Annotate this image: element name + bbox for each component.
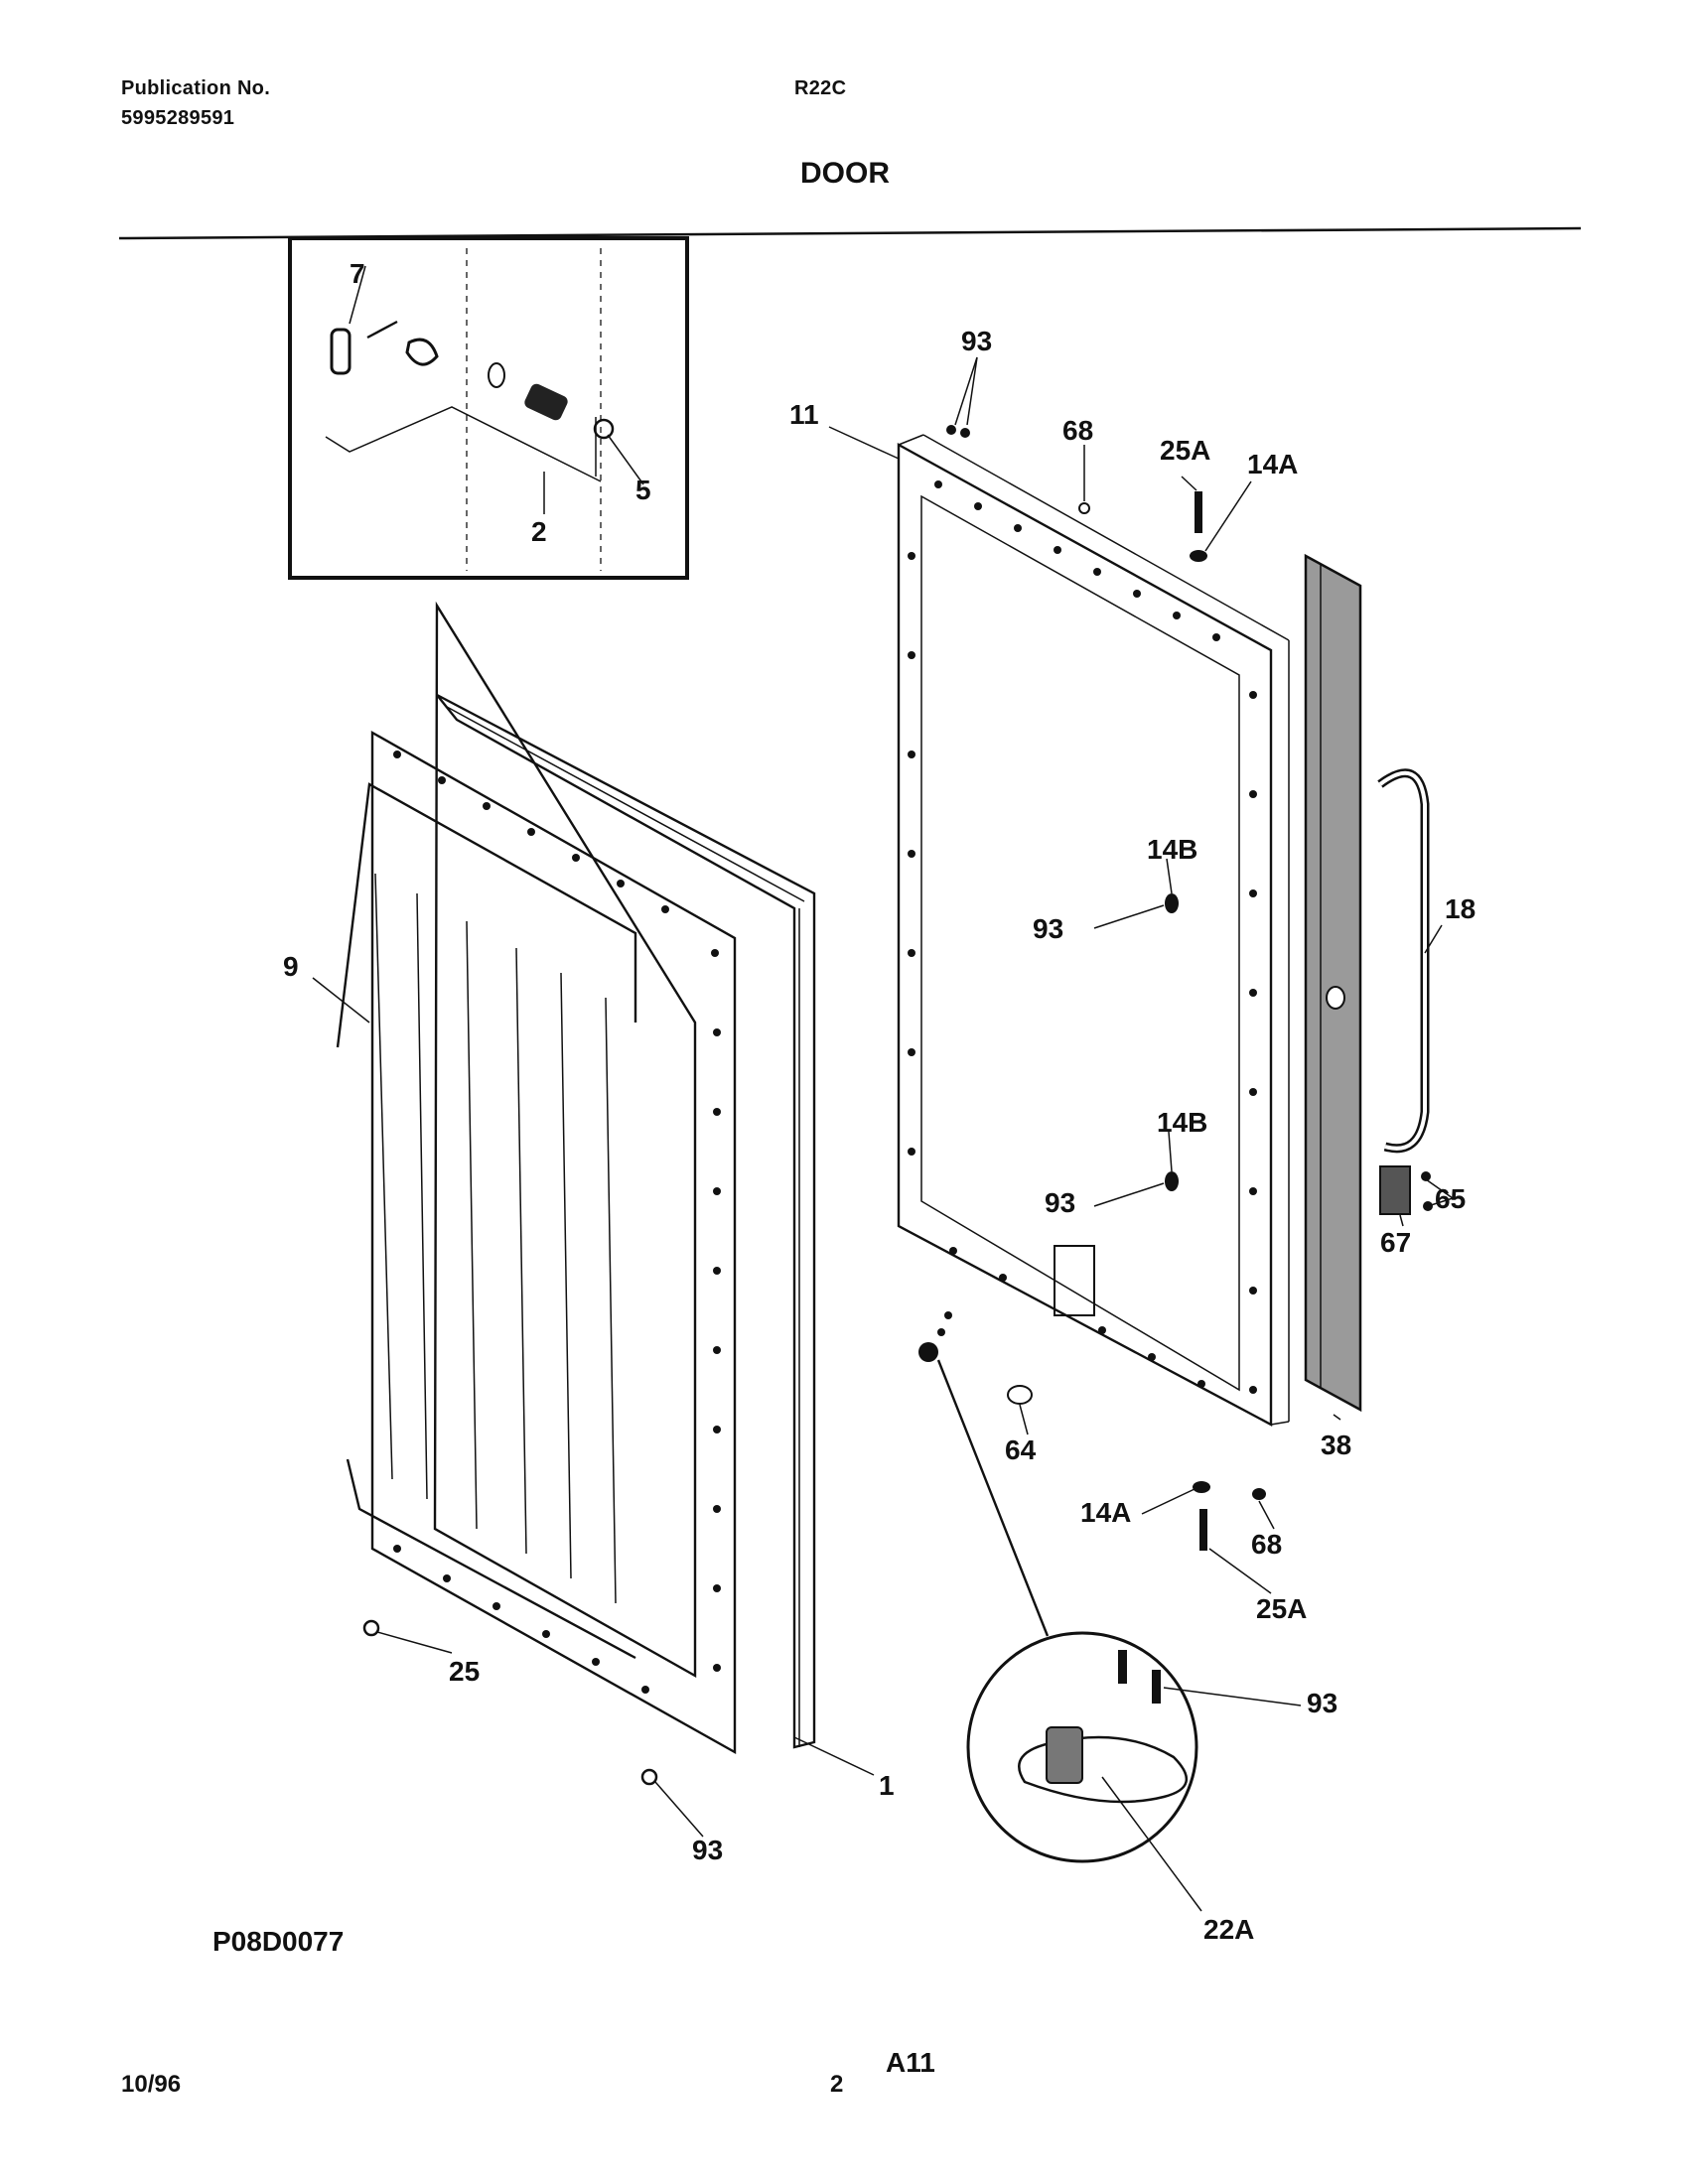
callout-38: 38	[1321, 1430, 1352, 1460]
callout-14B-upper: 14B	[1147, 834, 1198, 865]
callout-22A: 22A	[1203, 1914, 1255, 1945]
section-code: A11	[886, 2047, 935, 2078]
handle-trim-strip	[1304, 553, 1362, 1413]
callout-68-top: 68	[1062, 415, 1094, 446]
callout-1: 1	[879, 1770, 895, 1801]
callout-14B-lower: 14B	[1157, 1107, 1208, 1138]
callout-93-lower: 93	[1045, 1187, 1076, 1218]
drawing-code: P08D0077	[212, 1926, 345, 1957]
callout-64: 64	[1005, 1434, 1037, 1465]
door-handle	[1377, 768, 1430, 1154]
callout-25A-bottom: 25A	[1256, 1593, 1308, 1624]
lock-spring	[405, 338, 439, 366]
revision-date: 10/96	[121, 2071, 182, 2098]
hinge-bracket	[1379, 1165, 1433, 1215]
callout-7: 7	[350, 258, 365, 289]
section-title: DOOR	[800, 157, 890, 190]
callout-65: 65	[1435, 1183, 1467, 1214]
publication-number: 5995289591	[121, 107, 235, 129]
leader-lines	[312, 356, 1454, 1912]
lock-detail-inset	[288, 236, 689, 580]
lock-nut	[593, 418, 615, 440]
publication-label: Publication No.	[121, 77, 271, 99]
callout-67: 67	[1380, 1227, 1412, 1258]
lock-washer	[488, 362, 505, 388]
door-gasket	[436, 693, 816, 1749]
lock-cylinder	[524, 383, 568, 421]
callout-93-detail: 93	[1307, 1688, 1338, 1718]
callout-93-bottom: 93	[692, 1835, 724, 1865]
page-number: 2	[830, 2071, 844, 2098]
callout-93-top: 93	[961, 326, 993, 356]
callout-9: 9	[283, 951, 299, 982]
callout-93-mid: 93	[1033, 913, 1064, 944]
callout-2: 2	[531, 516, 547, 547]
callout-5: 5	[635, 475, 651, 505]
callout-25: 25	[449, 1656, 481, 1687]
frame-vent-slot	[1054, 1245, 1095, 1316]
callout-68-bottom: 68	[1251, 1529, 1283, 1560]
lock-key	[366, 320, 398, 340]
callout-11: 11	[789, 399, 819, 430]
door-liner-panel	[336, 601, 737, 1755]
fasteners	[362, 425, 1266, 1786]
door-outer-frame	[897, 434, 1290, 1427]
lock-clip	[330, 328, 352, 375]
callout-25A-top: 25A	[1160, 435, 1211, 466]
callout-18: 18	[1445, 893, 1477, 924]
model-number: R22C	[794, 77, 847, 99]
drain-fitting-detail	[936, 1359, 1198, 1863]
drain-fitting	[1046, 1726, 1083, 1784]
callout-14A-bottom: 14A	[1080, 1497, 1132, 1528]
callout-14A-top: 14A	[1247, 449, 1299, 479]
